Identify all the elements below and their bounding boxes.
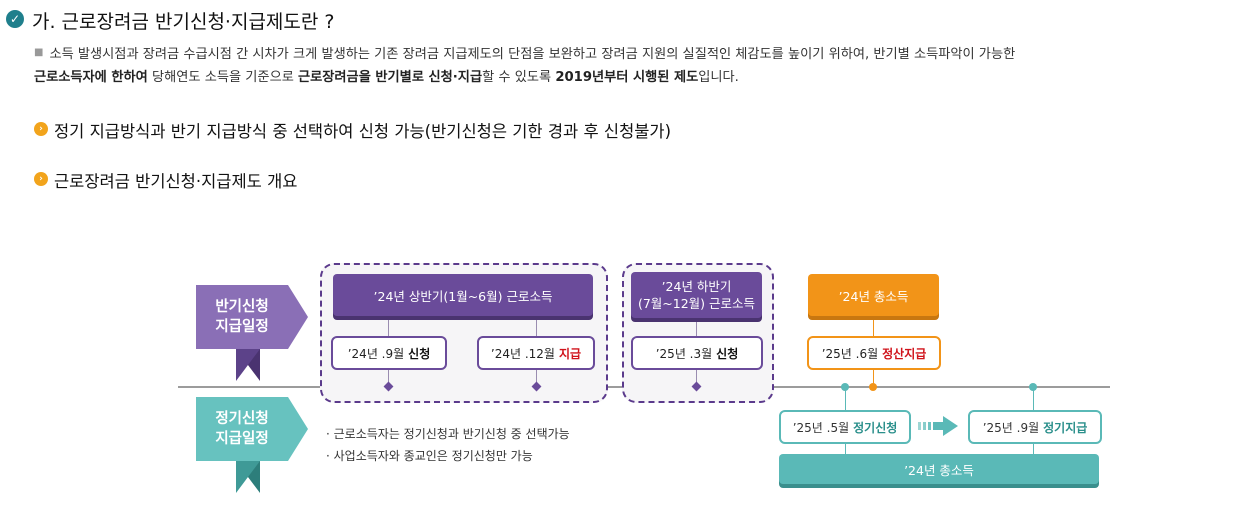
chevron-right-icon: › bbox=[34, 122, 48, 136]
total-income-header: ’24년 총소득 bbox=[808, 274, 939, 316]
connector-line bbox=[1033, 442, 1034, 454]
regular-label: 정기신청 지급일정 bbox=[196, 409, 288, 449]
box4-date: ’25년 .6월 bbox=[821, 346, 879, 361]
desc-part2: 당해연도 소득을 기준으로 bbox=[147, 70, 299, 85]
timeline-marker bbox=[869, 383, 877, 391]
box3-date: ’25년 .3월 bbox=[655, 346, 713, 361]
note-item: · 근로소득자는 정기신청과 반기신청 중 선택가능 bbox=[326, 427, 570, 441]
connector-line bbox=[845, 388, 846, 410]
bullet-item: 정기 지급방식과 반기 지급방식 중 선택하여 신청 가능(반기신청은 기한 경… bbox=[54, 122, 672, 141]
regular-total-income: ’24년 총소득 bbox=[779, 454, 1099, 484]
desc-bold2: 근로장려금을 반기별로 신청·지급 bbox=[298, 70, 483, 85]
regular-apply-date: ’25년 .5월 bbox=[792, 420, 850, 435]
semi-annual-label: 반기신청 지급일정 bbox=[196, 297, 288, 337]
semi-label-line1: 반기신청 bbox=[215, 299, 269, 315]
connector-line bbox=[845, 442, 846, 454]
timeline-marker bbox=[841, 383, 849, 391]
box1-date: ’24년 .9월 bbox=[347, 346, 405, 361]
semi-label-line2: 지급일정 bbox=[215, 319, 269, 335]
desc-part1: 소득 발생시점과 장려금 수급시점 간 시차가 크게 발생하는 기존 장려금 지… bbox=[49, 47, 1016, 62]
box3-action: 신청 bbox=[716, 346, 739, 361]
chevron-right-icon: › bbox=[34, 172, 48, 186]
regular-banner bbox=[196, 397, 308, 493]
desc-part3: 할 수 있도록 bbox=[482, 70, 556, 85]
box2-date: ’24년 .12월 bbox=[490, 346, 555, 361]
box2-action: 지급 bbox=[558, 346, 582, 361]
regular-label-line1: 정기신청 bbox=[215, 411, 269, 427]
arrow-right-icon bbox=[918, 416, 958, 436]
desc-bold1: 근로소득자에 한하여 bbox=[34, 70, 148, 85]
page-title: 가. 근로장려금 반기신청·지급제도란 ? bbox=[32, 11, 335, 33]
first-half-header: ’24년 상반기(1월~6월) 근로소득 bbox=[333, 274, 593, 316]
second-half-header-line1: ’24년 하반기 bbox=[661, 279, 732, 294]
connector-line bbox=[1033, 388, 1034, 410]
second-half-header: ’24년 하반기 (7월~12월) 근로소득 bbox=[631, 272, 762, 318]
regular-pay-date: ’25년 .9월 bbox=[982, 420, 1040, 435]
regular-label-line2: 지급일정 bbox=[215, 431, 269, 447]
description-paragraph: ■ 소득 발생시점과 장려금 수급시점 간 시차가 크게 발생하는 기존 장려금 … bbox=[34, 44, 1239, 89]
second-half-header-line2: (7월~12월) 근로소득 bbox=[637, 296, 756, 311]
desc-part4: 입니다. bbox=[698, 70, 739, 85]
note-item: · 사업소득자와 종교인은 정기신청만 가능 bbox=[326, 449, 533, 463]
check-circle-icon: ✓ bbox=[6, 10, 24, 28]
box4-action: 정산지급 bbox=[882, 346, 927, 361]
desc-bold3: 2019년부터 시행된 제도 bbox=[555, 70, 699, 85]
semi-annual-banner bbox=[196, 285, 308, 381]
bullet-item: 근로장려금 반기신청·지급제도 개요 bbox=[54, 172, 298, 191]
timeline-marker bbox=[1029, 383, 1037, 391]
bullet-dot-icon: ■ bbox=[34, 47, 44, 58]
box1-action: 신청 bbox=[408, 346, 431, 361]
regular-apply-action: 정기신청 bbox=[853, 420, 898, 435]
regular-pay-action: 정기지급 bbox=[1043, 420, 1088, 435]
